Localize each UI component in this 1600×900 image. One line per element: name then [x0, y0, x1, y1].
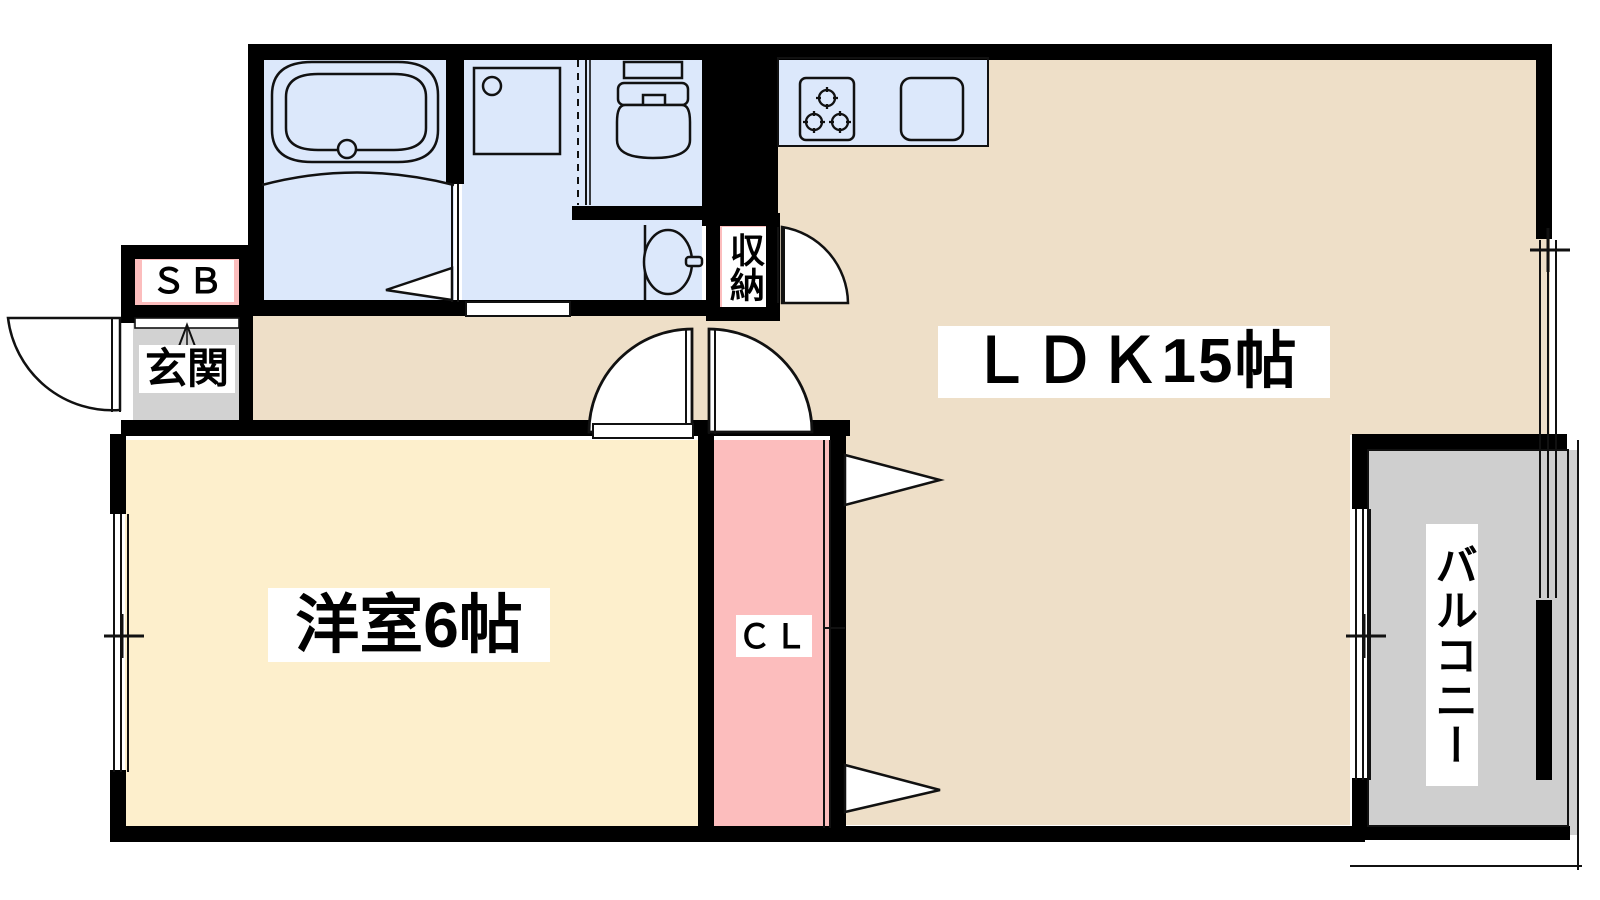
wall-bottom-outer-right: [845, 826, 1365, 842]
wall-bath-washroom: [446, 44, 464, 184]
wall-toilet-bottom: [572, 206, 704, 220]
wall-washroom-right: [702, 44, 772, 226]
room-label-entrance: 玄関: [139, 345, 235, 393]
wall-entrance-right: [239, 305, 253, 433]
room-label-storage: 収納: [722, 227, 766, 307]
room-fill-ldk-lower: [845, 435, 1350, 825]
wall-sb-bottom: [121, 305, 253, 319]
bathtub: [261, 60, 455, 187]
storage-door[interactable]: [777, 225, 850, 305]
balcony-rail: [1350, 440, 1582, 870]
toilet-bowl: [615, 60, 692, 160]
wall-bottom-outer: [110, 826, 855, 842]
bedroom-window[interactable]: [104, 514, 144, 772]
wall-top-wet: [248, 44, 720, 60]
toilet-door[interactable]: [577, 60, 591, 205]
ldk-window[interactable]: [1530, 228, 1570, 598]
wall-top-ldk: [762, 44, 1552, 60]
wall-ldk-left-upper: [762, 44, 778, 226]
wall-balcony-top: [1352, 434, 1567, 450]
balcony-sliding-window[interactable]: [1346, 509, 1386, 780]
room-label-ldk: ＬＤＫ15帖: [938, 326, 1330, 398]
wall-sb-right: [239, 245, 253, 317]
room-label-balcony: バルコニー: [1426, 524, 1478, 786]
wall-closet-right: [830, 434, 846, 834]
wall-ldk-right-balcony: [1350, 826, 1570, 840]
wall-balcony-left-bottom: [1352, 778, 1368, 838]
washing-machine-space: [472, 66, 562, 156]
bathroom-door[interactable]: [385, 184, 459, 302]
closet-door[interactable]: [823, 440, 945, 828]
wall-balcony-left-top: [1352, 434, 1368, 509]
wall-bedroom-left-top: [110, 434, 126, 514]
wash-basin: [642, 225, 704, 300]
kitchen-counter-outline: [777, 57, 989, 147]
wall-sb-left: [121, 245, 135, 317]
balcony-label-text: バルコニー: [1428, 542, 1477, 768]
wall-wet-bottom: [248, 300, 456, 316]
wall-storage-bottom: [706, 307, 780, 321]
wall-bedroom-left-bottom: [110, 770, 126, 842]
ldk-door[interactable]: [707, 327, 814, 434]
room-label-closet: ＣＬ: [736, 615, 812, 657]
wall-storage-right: [766, 213, 780, 321]
wall-right-upper: [1536, 44, 1552, 239]
room-label-bedroom: 洋室6帖: [268, 588, 550, 662]
washroom-entry-opening[interactable]: [465, 301, 571, 317]
kitchen-sink: [899, 76, 965, 142]
wall-hall-bottom: [121, 420, 706, 436]
room-label-shoebox: ＳＢ: [142, 260, 234, 302]
storage-label-text: 収納: [724, 232, 764, 302]
wall-bedroom-closet: [698, 434, 714, 834]
wall-right-lower: [1536, 600, 1552, 780]
entrance-door[interactable]: [6, 316, 122, 412]
wall-storage-left: [706, 213, 720, 321]
wall-sb-top: [121, 245, 253, 259]
bedroom-door[interactable]: [587, 327, 694, 439]
wall-entrance-left: [121, 305, 135, 323]
gas-stove-3-burner: [798, 76, 856, 142]
